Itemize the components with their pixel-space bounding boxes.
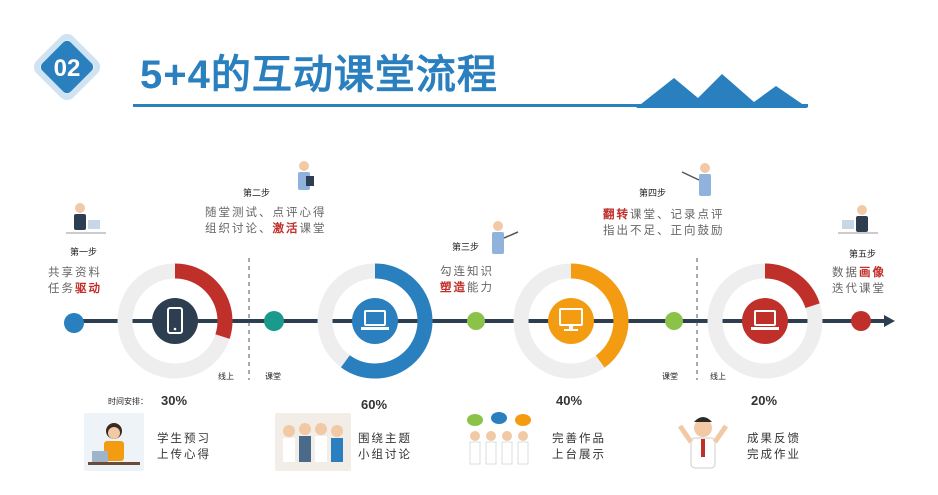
label-online-2: 线上: [710, 372, 726, 381]
cheering-person-photo: [672, 408, 734, 472]
step-label-2: 第二步: [243, 188, 271, 198]
monitor-icon: [559, 308, 583, 331]
progress-ring-1: [117, 263, 233, 379]
time-schedule-label: 时间安排：: [108, 397, 148, 406]
caption-4: 成果反馈完成作业: [747, 433, 801, 461]
presenter-figure-4: [681, 163, 711, 196]
timeline-arrow-icon: [884, 315, 895, 327]
page-title: 5+4的互动课堂流程: [140, 53, 498, 97]
presenter-figure-1: [66, 203, 106, 234]
step-desc-3: 勾连知识 塑造能力: [440, 266, 494, 294]
step-desc-4: 翻转课堂、记录点评 指出不足、正向鼓励: [603, 209, 725, 237]
group-discussion-photo: [275, 413, 351, 471]
percent-label-2: 60%: [361, 397, 388, 412]
presenter-figure-5: [838, 205, 878, 234]
timeline-dot-1: [64, 313, 84, 333]
laptop-icon: [361, 310, 389, 330]
step-desc-5: 数据画像 迭代课堂: [832, 267, 886, 295]
progress-ring-4: [707, 263, 823, 379]
student-laptop-photo: [84, 413, 144, 471]
caption-2: 围绕主题小组讨论: [358, 433, 412, 461]
step-desc-2: 随堂测试、点评心得 组织讨论、激活课堂: [205, 207, 327, 235]
presenter-figure-3: [492, 221, 519, 254]
timeline-dot-5: [851, 311, 871, 331]
step-desc-1: 共享资料 任务驱动: [48, 267, 102, 295]
progress-ring-2: [317, 263, 433, 379]
presentation-photo: [461, 410, 539, 470]
step-label-4: 第四步: [639, 188, 667, 198]
step-label-1: 第一步: [70, 247, 98, 257]
presenter-figure-2: [298, 161, 314, 190]
label-class-1: 课堂: [265, 372, 281, 381]
caption-3: 完善作品上台展示: [552, 433, 606, 461]
section-badge: 02: [28, 28, 106, 106]
percent-label-4: 20%: [751, 393, 778, 408]
phone-icon: [167, 307, 183, 334]
title-underline: [133, 104, 808, 107]
label-online-1: 线上: [218, 372, 234, 381]
laptop-icon: [751, 310, 779, 330]
label-class-2: 课堂: [662, 372, 678, 381]
timeline-dot-3: [467, 312, 485, 330]
percent-label-1: 30%: [161, 393, 188, 408]
badge-number: 02: [54, 55, 81, 82]
percent-label-3: 40%: [556, 393, 583, 408]
progress-ring-3: [513, 263, 629, 379]
caption-1: 学生预习上传心得: [157, 433, 211, 461]
step-label-3: 第三步: [452, 242, 480, 252]
step-label-5: 第五步: [849, 249, 877, 259]
timeline-dot-4: [665, 312, 683, 330]
timeline-dot-2: [264, 311, 284, 331]
mountains-decoration: [636, 74, 808, 108]
